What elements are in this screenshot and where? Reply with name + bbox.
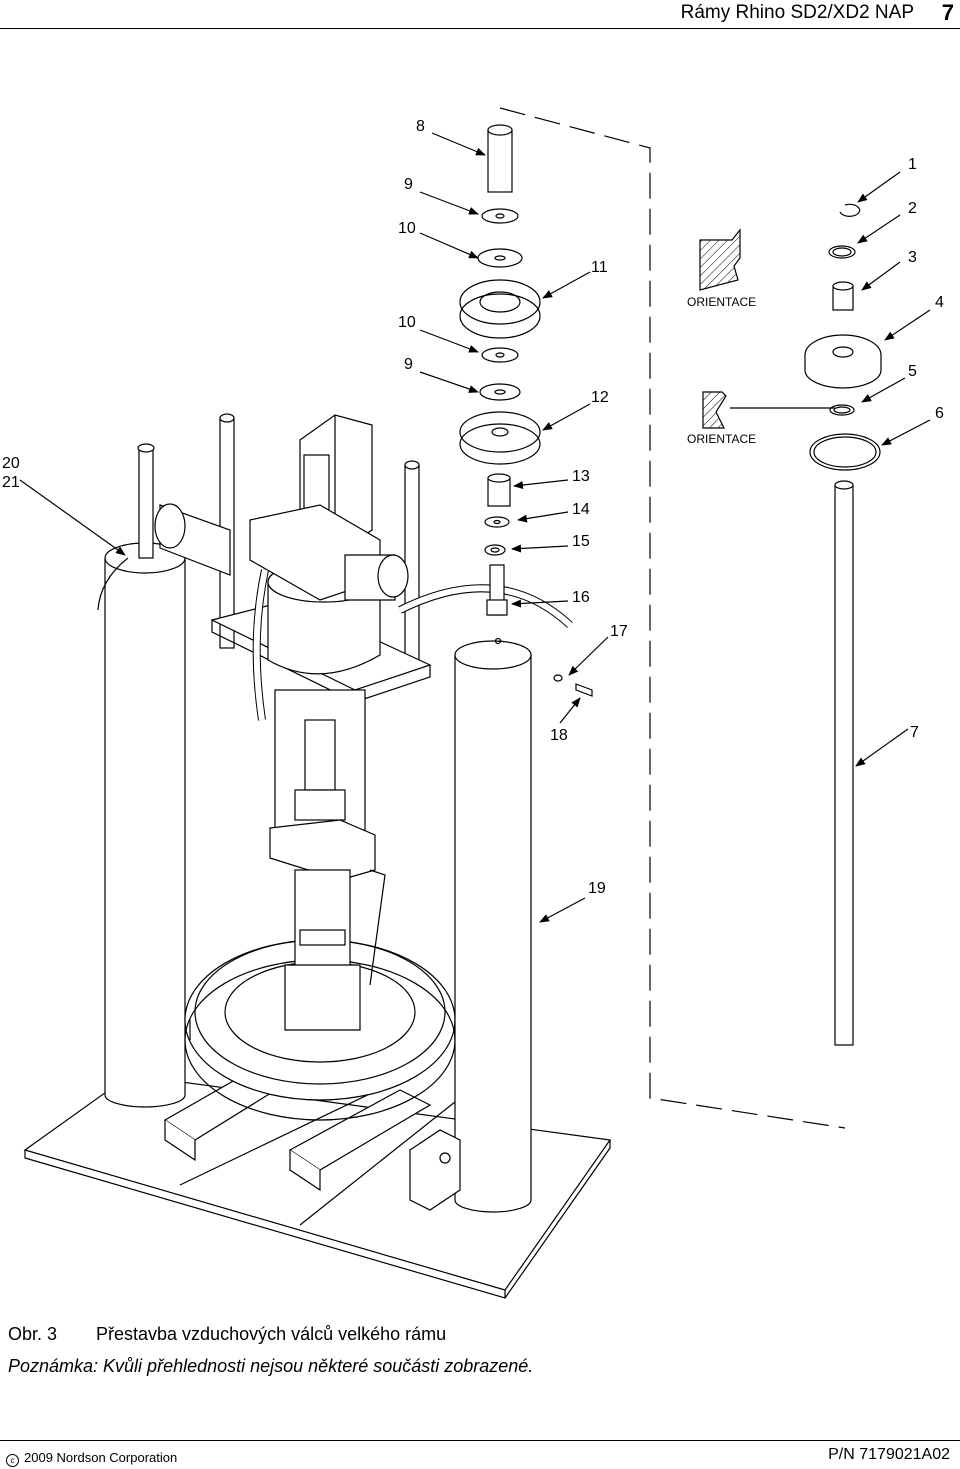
callout-16: 16 (572, 589, 590, 606)
callout-13: 13 (572, 468, 590, 485)
callout-20: 20 (2, 455, 20, 472)
footer-rule (0, 1440, 960, 1441)
callout-5: 5 (908, 363, 917, 380)
footer-copyright: c 2009 Nordson Corporation (6, 1450, 177, 1467)
figure-note: Poznámka: Kvůli přehlednosti nejsou někt… (8, 1356, 534, 1376)
callout-18: 18 (550, 727, 568, 744)
callout-4: 4 (935, 294, 944, 311)
page-header: Rámy Rhino SD2/XD2 NAP 7 (0, 0, 960, 30)
figure-title: Přestavba vzduchových válců velkého rámu (96, 1324, 447, 1344)
copyright-icon: c (6, 1454, 19, 1467)
exploded-drawing: 8 9 10 11 10 9 12 13 14 15 16 17 18 7 19… (2, 107, 944, 1299)
figure-reference: Obr. 3 (8, 1324, 58, 1344)
callout-17: 17 (610, 623, 628, 640)
callout-2: 2 (908, 200, 917, 217)
figure-caption: Obr. 3 Přestavba vzduchových válců velké… (8, 1320, 948, 1376)
callout-10a: 10 (398, 220, 416, 237)
callout-15: 15 (572, 533, 590, 550)
orientation-label-2: ORIENTACE (687, 432, 756, 446)
callout-3: 3 (908, 249, 917, 266)
callout-1: 1 (908, 156, 917, 173)
callout-10b: 10 (398, 314, 416, 331)
callout-9a: 9 (404, 176, 413, 193)
callout-8: 8 (416, 118, 425, 135)
callout-7: 7 (910, 724, 919, 741)
footer-part-number: P/N 7179021A02 (828, 1446, 950, 1463)
callout-19: 19 (588, 880, 606, 897)
callout-9b: 9 (404, 356, 413, 373)
callout-21: 21 (2, 474, 20, 491)
callout-14: 14 (572, 501, 590, 518)
header-title: Rámy Rhino SD2/XD2 NAP (680, 2, 914, 23)
callout-6: 6 (935, 405, 944, 422)
callout-11: 11 (591, 259, 608, 276)
exploded-view-figure: 8 9 10 11 10 9 12 13 14 15 16 17 18 7 19… (0, 30, 960, 1320)
copyright-text: 2009 Nordson Corporation (24, 1450, 178, 1465)
header-rule (0, 28, 960, 29)
page-number: 7 (941, 0, 954, 25)
callout-12: 12 (591, 389, 609, 406)
orientation-label-1: ORIENTACE (687, 295, 756, 309)
